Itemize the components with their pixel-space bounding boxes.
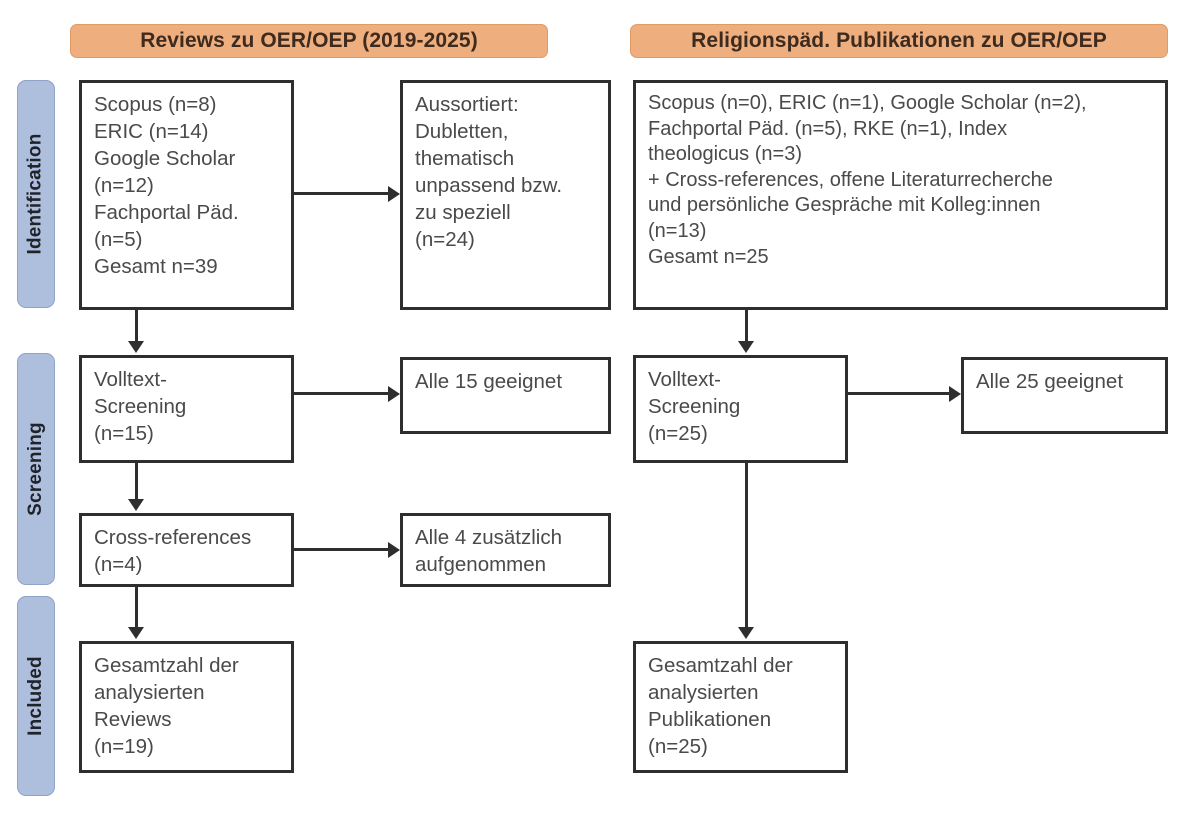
arrowhead-left-identification-to-excluded	[388, 186, 400, 202]
left-included-box: Gesamtzahl der analysierten Reviews (n=1…	[79, 641, 294, 773]
connector-left-identification-to-excluded	[294, 192, 388, 195]
column-header-left-label: Reviews zu OER/OEP (2019-2025)	[140, 29, 478, 52]
connector-left-screening-to-result	[294, 392, 388, 395]
column-header-right: Religionspäd. Publikationen zu OER/OEP	[630, 24, 1168, 58]
phase-tab-screening: Screening	[17, 353, 55, 585]
phase-tab-included-label: Included	[25, 656, 46, 736]
left-screening-result-box: Alle 15 geeignet	[400, 357, 611, 434]
left-excluded-box: Aussortiert: Dubletten, thematisch unpas…	[400, 80, 611, 310]
arrowhead-right-screening-to-included	[738, 627, 754, 639]
connector-right-screening-to-result	[848, 392, 949, 395]
right-identification-sources-box: Scopus (n=0), ERIC (n=1), Google Scholar…	[633, 80, 1168, 310]
left-crossrefs-box: Cross-references (n=4)	[79, 513, 294, 587]
right-screening-result-box: Alle 25 geeignet	[961, 357, 1168, 434]
right-screening-box: Volltext- Screening (n=25)	[633, 355, 848, 463]
connector-right-identification-to-screening	[745, 310, 748, 343]
arrowhead-left-crossrefs-to-included	[128, 627, 144, 639]
arrowhead-left-crossrefs-to-result	[388, 542, 400, 558]
arrowhead-left-identification-to-screening	[128, 341, 144, 353]
connector-left-crossrefs-to-result	[294, 548, 388, 551]
phase-tab-identification: Identification	[17, 80, 55, 308]
phase-tab-included: Included	[17, 596, 55, 796]
phase-tab-screening-label: Screening	[25, 422, 47, 516]
arrowhead-right-screening-to-result	[949, 386, 961, 402]
connector-left-screening-to-crossrefs	[135, 463, 138, 501]
connector-left-identification-to-screening	[135, 310, 138, 343]
phase-tab-identification-label: Identification	[25, 133, 46, 255]
left-identification-sources-box: Scopus (n=8) ERIC (n=14) Google Scholar …	[79, 80, 294, 310]
column-header-right-label: Religionspäd. Publikationen zu OER/OEP	[691, 29, 1107, 52]
left-crossrefs-result-box: Alle 4 zusätzlich aufgenommen	[400, 513, 611, 587]
connector-right-screening-to-included	[745, 463, 748, 629]
left-screening-box: Volltext- Screening (n=15)	[79, 355, 294, 463]
right-included-box: Gesamtzahl der analysierten Publikatione…	[633, 641, 848, 773]
arrowhead-left-screening-to-crossrefs	[128, 499, 144, 511]
arrowhead-right-identification-to-screening	[738, 341, 754, 353]
column-header-left: Reviews zu OER/OEP (2019-2025)	[70, 24, 548, 58]
connector-left-crossrefs-to-included	[135, 587, 138, 629]
arrowhead-left-screening-to-result	[388, 386, 400, 402]
